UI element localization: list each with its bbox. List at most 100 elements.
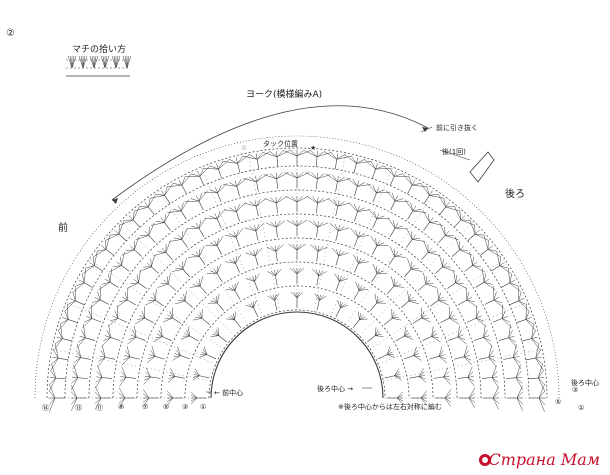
fan-stitch (180, 199, 190, 212)
fan-stitch (124, 292, 128, 301)
fan-stitch (143, 376, 151, 385)
fan-stitch (168, 272, 171, 284)
fan-stitch (333, 199, 338, 207)
fan-stitch (225, 288, 236, 291)
fan-stitch (124, 355, 131, 358)
stitch-mark (453, 219, 462, 228)
stitch-mark (448, 336, 458, 341)
stitch-mark (457, 376, 468, 379)
stitch-mark (409, 376, 420, 379)
fan-stitch (337, 202, 351, 207)
fan-stitch (101, 281, 111, 285)
fan-stitch (535, 357, 543, 365)
stitch-mark (84, 282, 94, 288)
fan-stitch (474, 229, 480, 235)
fan-stitch (119, 397, 126, 409)
fan-stitch (387, 217, 396, 229)
fan-stitch (317, 221, 319, 228)
fan-stitch (493, 291, 497, 301)
fan-stitch (167, 376, 176, 383)
fan-stitch (334, 273, 340, 282)
fan-stitch (537, 377, 546, 392)
inset-stitch (111, 55, 117, 69)
fan-stitch (513, 357, 522, 370)
row-number: ⑤ (163, 403, 170, 411)
fan-stitch (212, 334, 219, 336)
fan-stitch (338, 250, 341, 257)
fan-stitch (85, 265, 95, 269)
fan-stitch (357, 205, 360, 212)
stitch-mark (182, 269, 190, 277)
fan-stitch (412, 237, 421, 240)
fan-stitch (317, 246, 324, 252)
stitch-mark (255, 255, 259, 266)
tuck-mark-solid: ★ (310, 144, 316, 152)
fan-stitch (364, 159, 376, 170)
fan-stitch (375, 334, 382, 336)
fan-stitch (483, 281, 493, 285)
stitch-mark (395, 335, 405, 342)
fan-stitch (236, 204, 241, 212)
fan-stitch (94, 297, 101, 301)
fan-stitch (81, 265, 95, 275)
fan-stitch (214, 213, 218, 220)
fan-stitch (165, 240, 171, 253)
fan-stitch (421, 317, 432, 323)
fan-stitch (391, 311, 395, 319)
fan-stitch (499, 262, 505, 266)
fan-stitch (466, 299, 475, 303)
fan-stitch (291, 219, 298, 227)
fan-stitch (431, 333, 438, 337)
fan-stitch (155, 221, 165, 223)
fan-stitch (135, 235, 149, 240)
fan-stitch (199, 311, 203, 319)
stitch-mark (335, 230, 339, 241)
fan-stitch (148, 198, 151, 208)
stitch-mark (102, 377, 113, 379)
stitch-mark (384, 375, 395, 379)
fan-stitch (191, 173, 200, 177)
fan-stitch (317, 246, 328, 252)
fan-stitch (97, 291, 101, 301)
fan-stitch (408, 300, 417, 302)
stitch-mark (217, 302, 224, 311)
right-row-number: ⑤ (555, 398, 562, 406)
stitch-mark (198, 200, 204, 211)
fan-stitch (195, 281, 201, 287)
fan-stitch (155, 194, 165, 196)
fan-stitch (429, 221, 439, 223)
inset-stitch (91, 55, 95, 69)
fan-stitch (275, 172, 277, 179)
fan-stitch (418, 371, 425, 377)
fan-stitch (199, 278, 201, 287)
fan-stitch (413, 349, 419, 356)
fan-stitch (249, 176, 257, 182)
fan-stitch (276, 196, 288, 204)
fan-stitch (194, 371, 200, 376)
stitch-mark (218, 169, 222, 179)
fan-stitch (442, 258, 444, 267)
fan-stitch (423, 240, 429, 253)
fan-stitch (483, 335, 490, 338)
stitch-mark (91, 318, 102, 323)
round-line (184, 285, 410, 399)
fan-stitch (71, 377, 79, 384)
fan-stitch (74, 356, 81, 358)
fan-stitch (89, 262, 95, 266)
fan-stitch (164, 213, 167, 223)
fan-stitch (91, 299, 101, 304)
fan-stitch (142, 397, 150, 403)
fan-stitch (376, 296, 378, 304)
fan-stitch (104, 278, 111, 283)
stitch-mark (388, 256, 395, 265)
fan-stitch (109, 265, 122, 273)
fan-stitch (355, 229, 359, 238)
fan-stitch (109, 268, 113, 283)
fan-stitch (276, 171, 289, 180)
fan-stitch (386, 351, 393, 355)
fan-stitch (186, 228, 200, 230)
stitch-mark (164, 222, 171, 231)
fan-stitch (358, 311, 360, 320)
spoke-line (247, 150, 281, 312)
fan-stitch (254, 200, 257, 207)
